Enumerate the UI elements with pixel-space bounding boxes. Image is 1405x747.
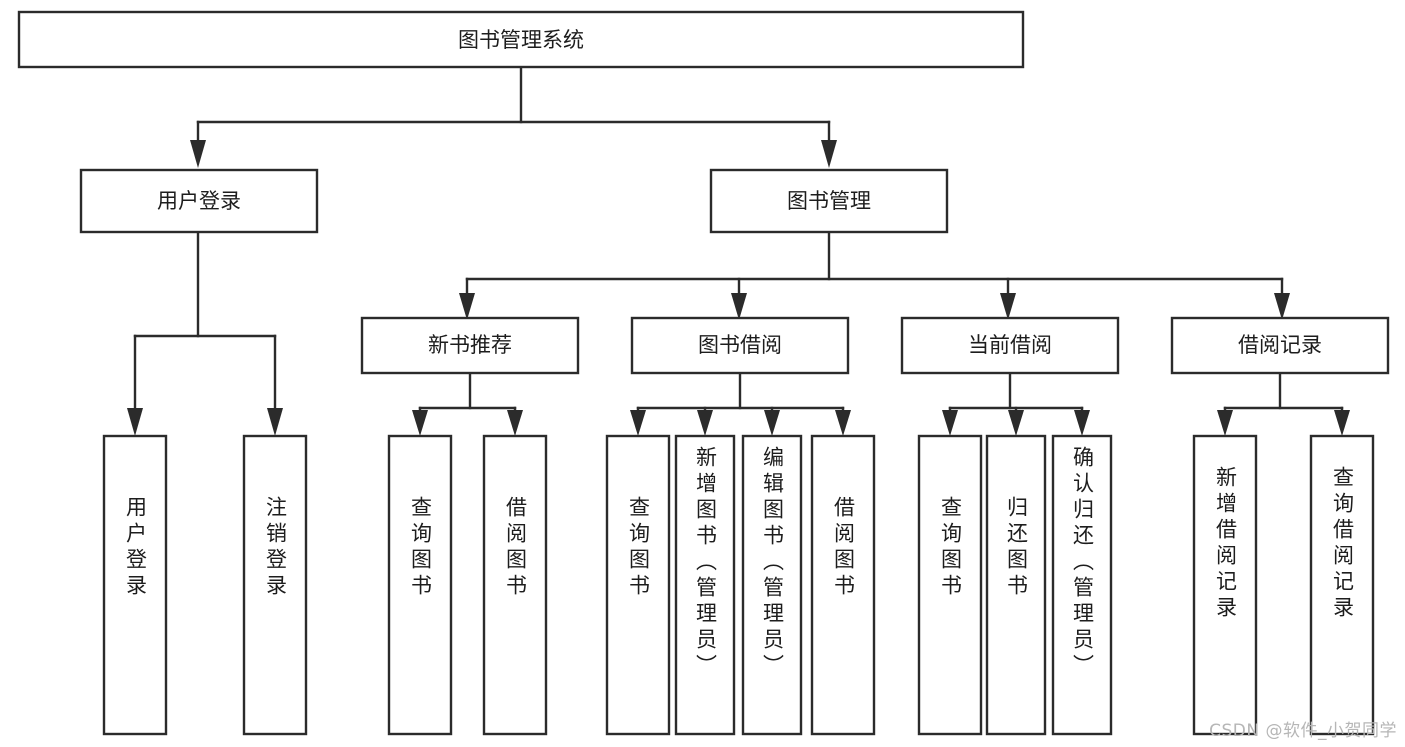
node-book-borrow[interactable]: 图书借阅 (630, 316, 850, 375)
leaf-box-10[interactable] (985, 434, 1047, 736)
arrow-head-icon-new-book (459, 293, 475, 320)
leaf-box-1[interactable] (102, 434, 168, 736)
node-book-borrow-label: 图书借阅 (698, 333, 782, 357)
watermark: CSDN @软件_小贺同学 (1209, 721, 1397, 741)
leaf-box-6[interactable] (674, 434, 736, 736)
arrow-head-icon-leaf-2 (267, 408, 283, 436)
node-book-borrow-box[interactable] (630, 316, 850, 375)
connector-group-new-book (412, 371, 523, 436)
leaf-box-11[interactable] (1051, 434, 1113, 736)
connector-group-user-login (127, 230, 283, 436)
node-book-mgmt[interactable]: 图书管理 (709, 168, 949, 234)
arrow-head-icon-leaf-3 (412, 410, 428, 436)
node-current-borrow-box[interactable] (900, 316, 1120, 375)
arrow-head-icon-leaf-11 (1074, 410, 1090, 436)
leaf-node-group (102, 434, 1375, 736)
leaf-box-4[interactable] (482, 434, 548, 736)
leaf-box-12[interactable] (1192, 434, 1258, 736)
arrow-head-icon-current (1000, 293, 1016, 320)
arrow-head-icon-user-login (190, 140, 206, 168)
node-borrow-record[interactable]: 借阅记录 (1170, 316, 1390, 375)
node-borrow-record-box[interactable] (1170, 316, 1390, 375)
node-new-book-recommend-label: 新书推荐 (428, 333, 512, 357)
arrow-head-icon-leaf-7 (764, 410, 780, 436)
arrow-head-icon-leaf-4 (507, 410, 523, 436)
arrow-head-icon-leaf-13 (1334, 410, 1350, 436)
leaf-box-7[interactable] (741, 434, 803, 736)
arrow-head-icon-leaf-1 (127, 408, 143, 436)
arrow-head-icon-borrow (731, 293, 747, 320)
leaf-box-3[interactable] (387, 434, 453, 736)
node-current-borrow[interactable]: 当前借阅 (900, 316, 1120, 375)
node-root-box[interactable] (17, 10, 1025, 69)
node-user-login-label: 用户登录 (157, 189, 241, 213)
connector-group-current (942, 371, 1090, 436)
node-user-login[interactable]: 用户登录 (79, 168, 319, 234)
node-current-borrow-label: 当前借阅 (968, 333, 1052, 357)
connector-group-root (190, 65, 837, 168)
leaf-box-9[interactable] (917, 434, 983, 736)
leaf-box-5[interactable] (605, 434, 671, 736)
node-root[interactable]: 图书管理系统 (17, 10, 1025, 69)
arrow-head-icon-book-mgmt (821, 140, 837, 168)
node-new-book-recommend[interactable]: 新书推荐 (360, 316, 580, 375)
arrow-head-icon-leaf-6 (697, 410, 713, 436)
arrow-head-icon-record (1274, 293, 1290, 320)
arrow-head-icon-leaf-10 (1008, 410, 1024, 436)
node-borrow-record-label: 借阅记录 (1238, 333, 1322, 357)
connector-group-record (1217, 371, 1350, 436)
arrow-head-icon-leaf-8 (835, 410, 851, 436)
node-root-label: 图书管理系统 (458, 28, 584, 52)
connector-group-book-mgmt (459, 230, 1290, 320)
arrow-head-icon-leaf-5 (630, 410, 646, 436)
arrow-head-icon-leaf-12 (1217, 410, 1233, 436)
node-book-mgmt-box[interactable] (709, 168, 949, 234)
node-new-book-recommend-box[interactable] (360, 316, 580, 375)
leaf-box-2[interactable] (242, 434, 308, 736)
arrow-head-icon-leaf-9 (942, 410, 958, 436)
node-user-login-box[interactable] (79, 168, 319, 234)
leaf-box-8[interactable] (810, 434, 876, 736)
leaf-box-13[interactable] (1309, 434, 1375, 736)
node-book-mgmt-label: 图书管理 (787, 189, 871, 213)
connector-group-borrow (630, 371, 851, 436)
